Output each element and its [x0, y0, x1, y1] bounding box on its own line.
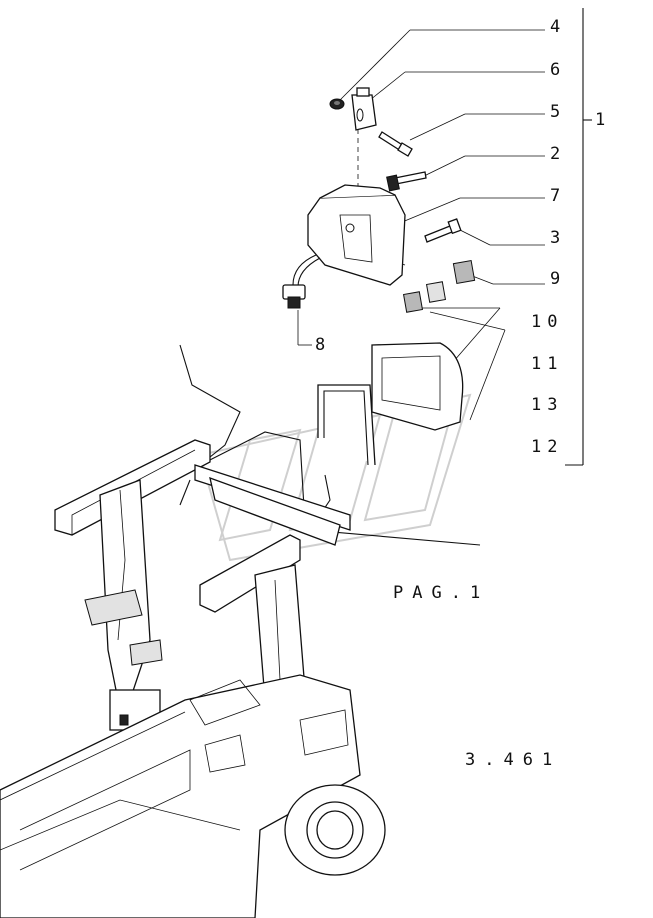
callout-7: 7 — [550, 186, 566, 206]
callout-5: 5 — [550, 102, 566, 122]
callout-10: 10 — [531, 312, 563, 332]
captions: PAG.1 3.461 — [393, 583, 561, 770]
callout-11: 11 — [531, 354, 563, 374]
chassis — [0, 674, 386, 918]
callout-9: 9 — [550, 269, 566, 289]
group-label-1: 1 — [595, 110, 611, 130]
callout-8: 8 — [315, 335, 331, 355]
figure-number: 3.461 — [465, 750, 561, 770]
group-bracket — [565, 8, 592, 466]
u-bolt — [317, 384, 376, 466]
lamp-assembly — [282, 184, 406, 309]
page-reference: PAG.1 — [393, 583, 489, 603]
callout-labels: 4 6 5 2 7 3 9 10 11 13 12 8 1 — [315, 17, 611, 457]
callout-13: 13 — [531, 395, 563, 415]
lamp-cover — [371, 342, 464, 431]
callout-2: 2 — [550, 144, 566, 164]
callout-12: 12 — [531, 437, 563, 457]
leader-lines — [297, 29, 545, 421]
callout-6: 6 — [550, 60, 566, 80]
hardware-parts — [329, 87, 476, 313]
callout-3: 3 — [550, 228, 566, 248]
callout-4: 4 — [550, 17, 566, 37]
